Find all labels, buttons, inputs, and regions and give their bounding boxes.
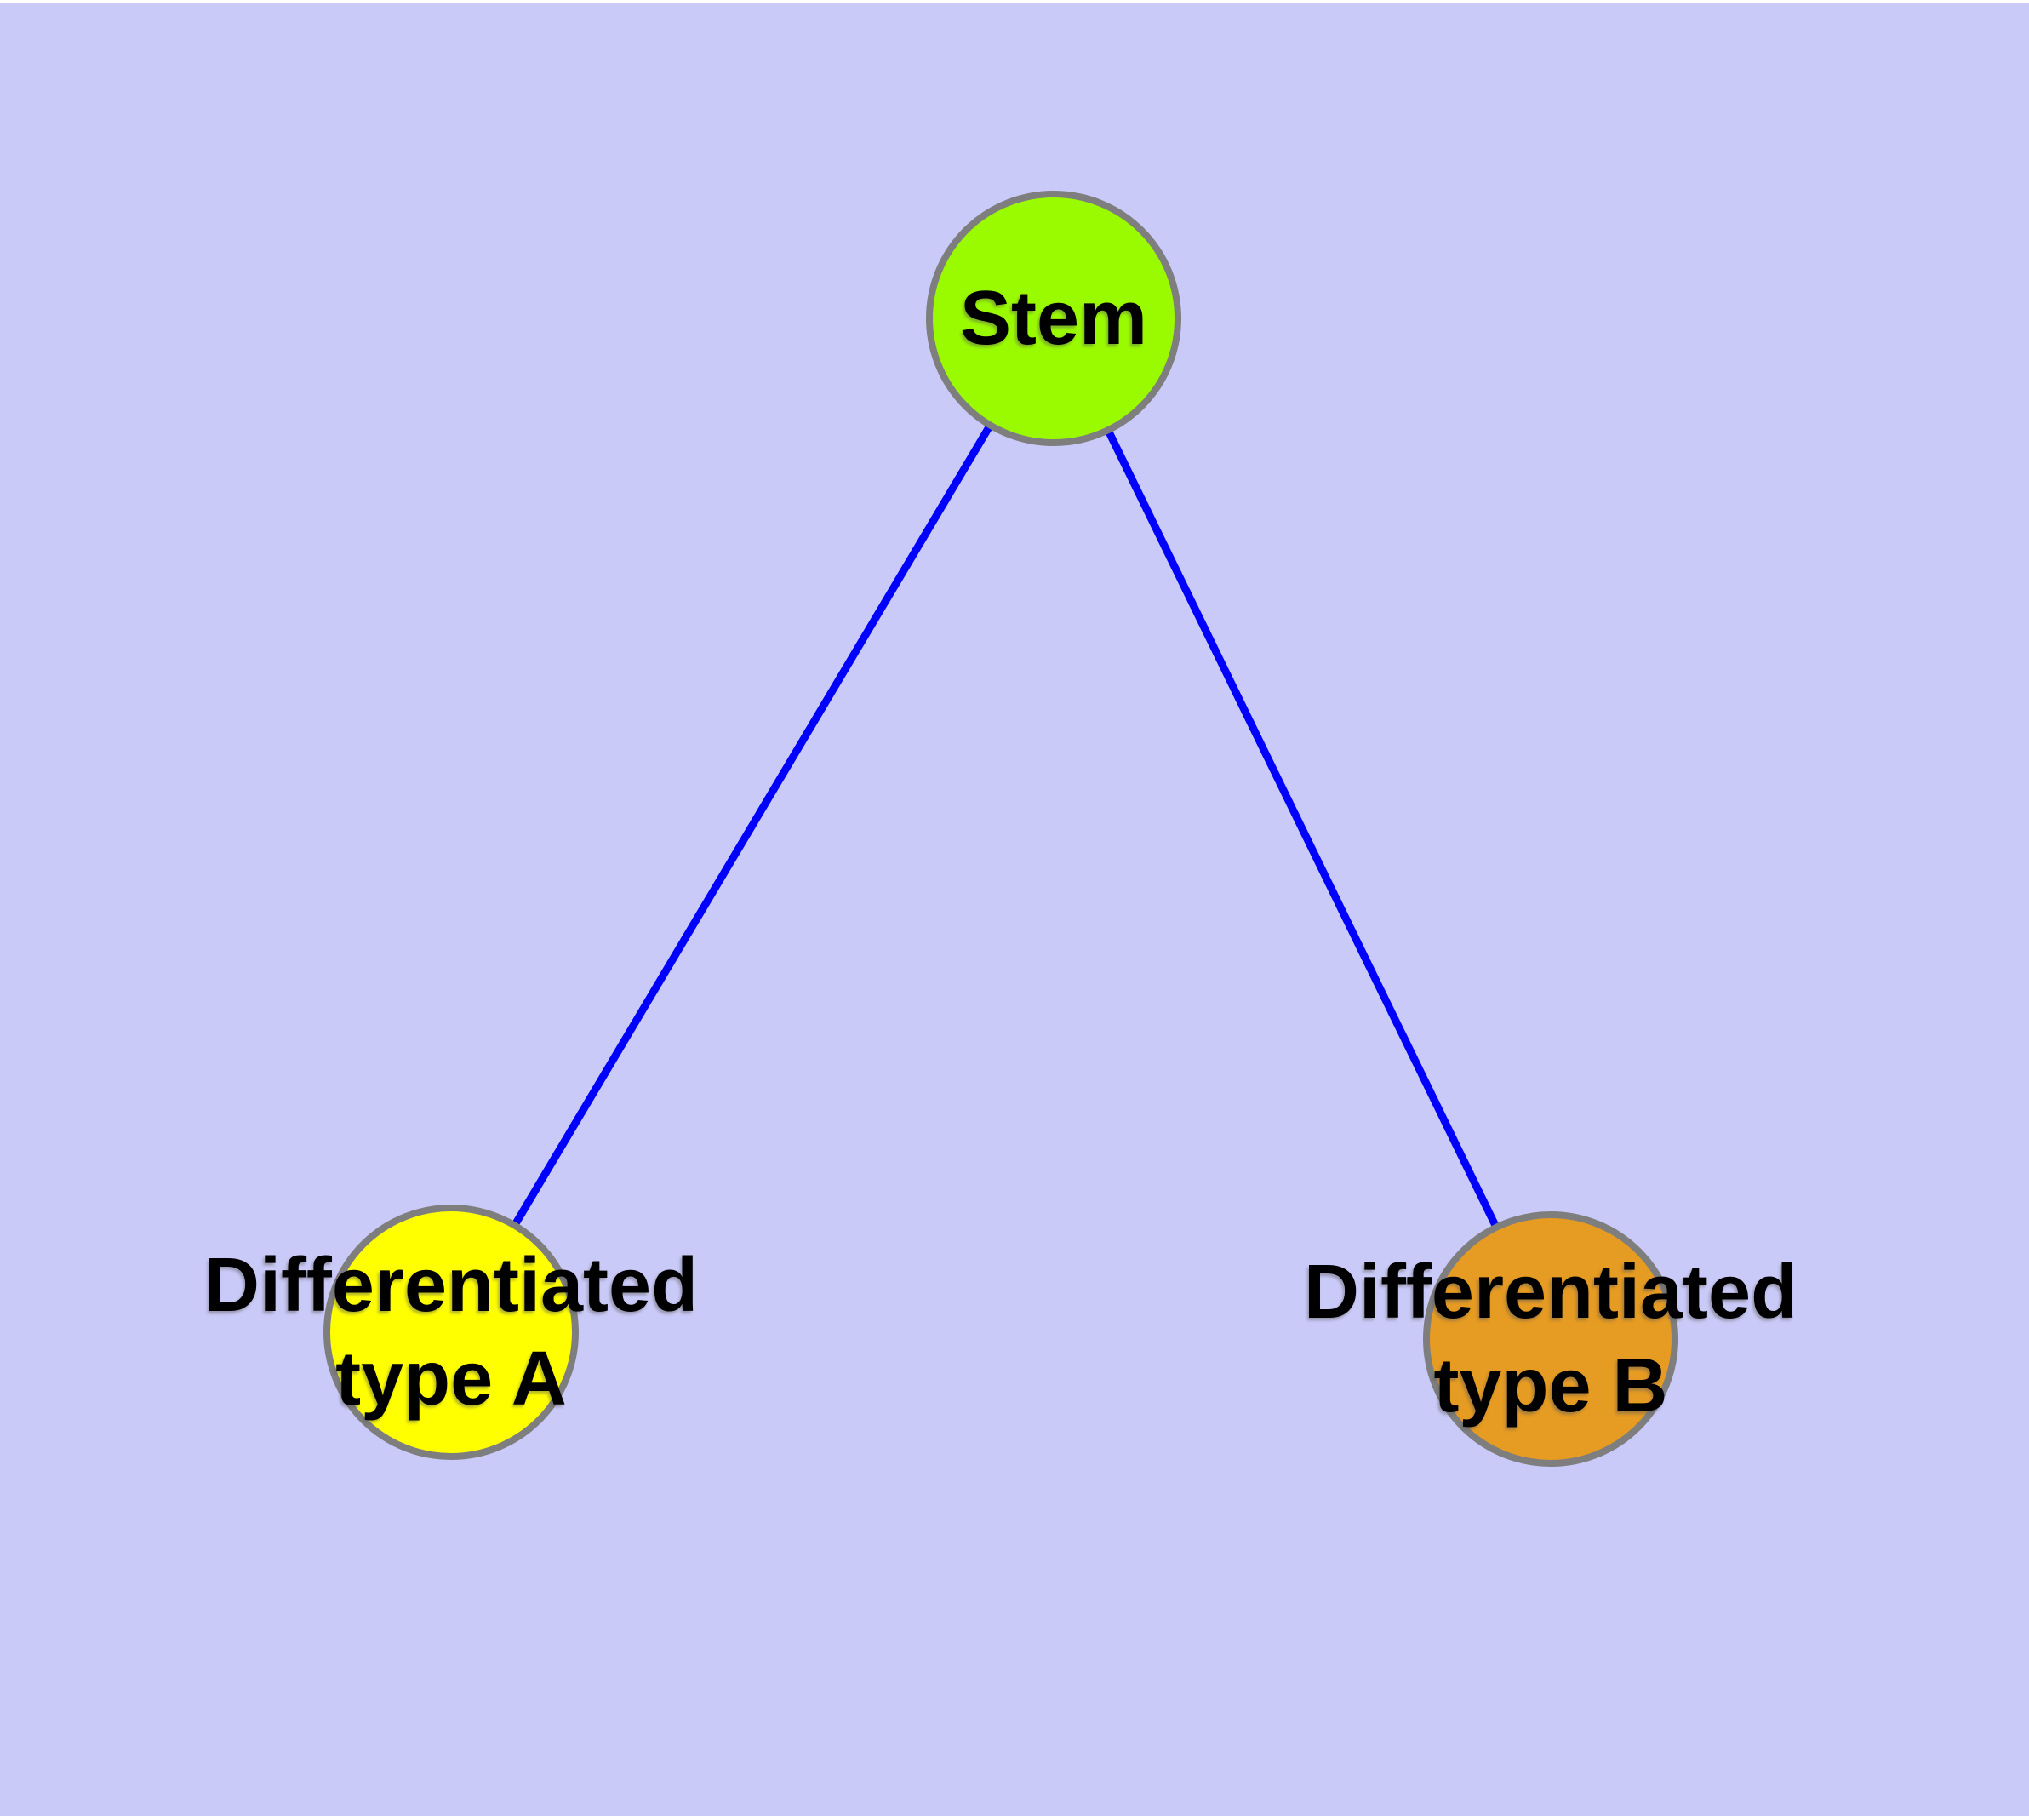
node-stem-circle <box>926 191 1181 446</box>
edge-stem-type-b <box>1049 317 1555 1341</box>
edges-layer <box>448 316 1555 1341</box>
nodes-layer <box>323 191 1678 1467</box>
node-type-b-circle <box>1423 1211 1678 1467</box>
edge-stem-type-a <box>448 316 1057 1335</box>
node-type-a-circle <box>323 1205 579 1460</box>
